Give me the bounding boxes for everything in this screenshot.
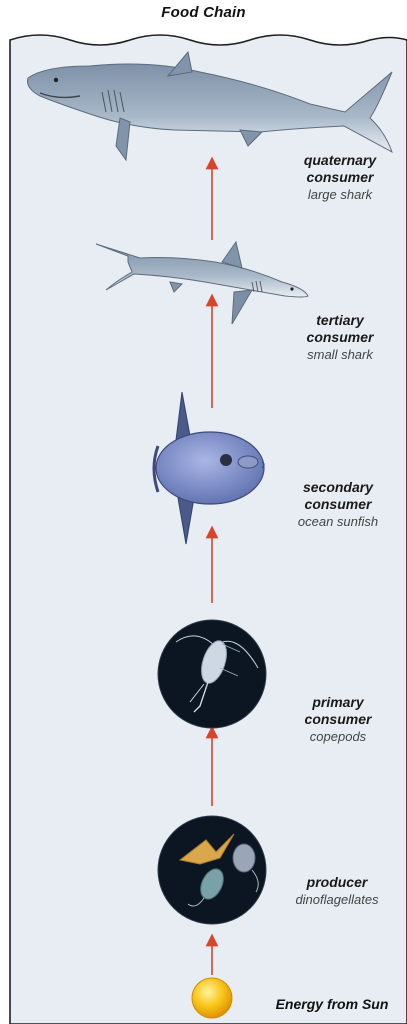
species-name: copepods <box>276 728 400 745</box>
label-tertiary: tertiary consumer small shark <box>280 312 400 363</box>
species-name: dinoflagellates <box>272 891 402 908</box>
sun-icon <box>192 978 232 1018</box>
role-line1: tertiary <box>280 312 400 329</box>
role-line2: consumer <box>276 711 400 728</box>
role-line1: quaternary <box>280 152 400 169</box>
species-name: ocean sunfish <box>276 513 400 530</box>
species-name: large shark <box>280 186 400 203</box>
label-quaternary: quaternary consumer large shark <box>280 152 400 203</box>
role-line1: producer <box>272 874 402 891</box>
copepod-illustration <box>158 620 266 728</box>
species-name: small shark <box>280 346 400 363</box>
dinoflagellates-illustration <box>158 816 266 924</box>
role-line2: consumer <box>280 329 400 346</box>
label-producer: producer dinoflagellates <box>272 874 402 908</box>
role-line2: consumer <box>280 169 400 186</box>
role-line2: consumer <box>276 496 400 513</box>
label-energy-source: Energy from Sun <box>262 996 402 1012</box>
role-line1: secondary <box>276 479 400 496</box>
label-primary: primary consumer copepods <box>276 694 400 745</box>
label-secondary: secondary consumer ocean sunfish <box>276 479 400 530</box>
role-line1: primary <box>276 694 400 711</box>
